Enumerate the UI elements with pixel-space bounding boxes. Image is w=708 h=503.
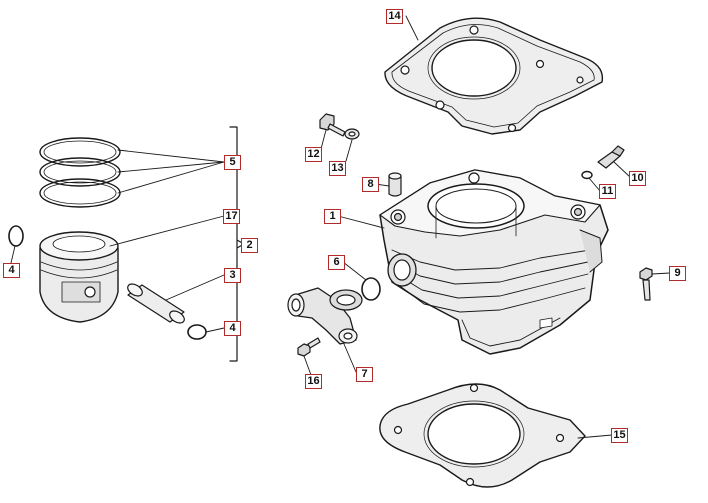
- callout-6: 6: [328, 255, 345, 270]
- callout-16: 16: [305, 374, 322, 389]
- leader-6: [342, 261, 367, 281]
- bolt-16: [297, 337, 321, 357]
- bolt-12: [319, 113, 346, 137]
- dowel-pin-8: [388, 172, 402, 197]
- callout-14: 14: [386, 9, 403, 24]
- callout-3: 3: [224, 268, 241, 283]
- base-gasket: [379, 383, 586, 488]
- clip-4-right: [187, 324, 207, 340]
- leader-5b: [117, 161, 225, 173]
- head-gasket: [384, 17, 604, 135]
- leader-9: [651, 272, 671, 275]
- leader-17: [109, 215, 225, 247]
- callout-4-right: 4: [224, 321, 241, 336]
- leader-16: [303, 355, 312, 376]
- callout-12: 12: [305, 147, 322, 162]
- callout-2: 2: [241, 238, 258, 253]
- callout-10: 10: [629, 171, 646, 186]
- clip-4-left: [8, 225, 24, 247]
- leader-4a: [10, 245, 16, 264]
- leader-5a: [117, 149, 225, 163]
- callout-15: 15: [611, 428, 628, 443]
- cylinder-block: [379, 169, 609, 355]
- leader-7: [343, 343, 357, 373]
- callout-7: 7: [356, 367, 373, 382]
- leader-1: [337, 215, 385, 229]
- callout-5: 5: [224, 155, 241, 170]
- callout-13: 13: [329, 161, 346, 176]
- callout-11: 11: [599, 184, 616, 199]
- callout-9: 9: [669, 266, 686, 281]
- bolt-9: [639, 267, 653, 301]
- leader-5c: [117, 161, 225, 194]
- leader-13: [345, 139, 353, 162]
- callout-1: 1: [324, 209, 341, 224]
- leader-11: [588, 177, 601, 192]
- callout-8: 8: [362, 177, 379, 192]
- piston-rings-5: [39, 137, 121, 208]
- leader-10: [613, 161, 631, 178]
- sensor-10: [597, 145, 625, 169]
- leader-15: [577, 434, 613, 439]
- o-ring-6: [361, 277, 381, 301]
- leader-4b: [205, 327, 225, 333]
- leader-14: [405, 15, 419, 41]
- washer-13: [344, 128, 360, 140]
- callout-17: 17: [223, 209, 240, 224]
- piston-pin-3: [127, 283, 185, 324]
- leader-lines: [10, 15, 671, 439]
- water-fitting-7: [287, 287, 363, 345]
- leader-3: [165, 274, 225, 301]
- piston-17: [39, 231, 119, 323]
- o-ring-11: [581, 170, 593, 180]
- leader-12: [320, 129, 327, 150]
- callout-4-left: 4: [3, 263, 20, 278]
